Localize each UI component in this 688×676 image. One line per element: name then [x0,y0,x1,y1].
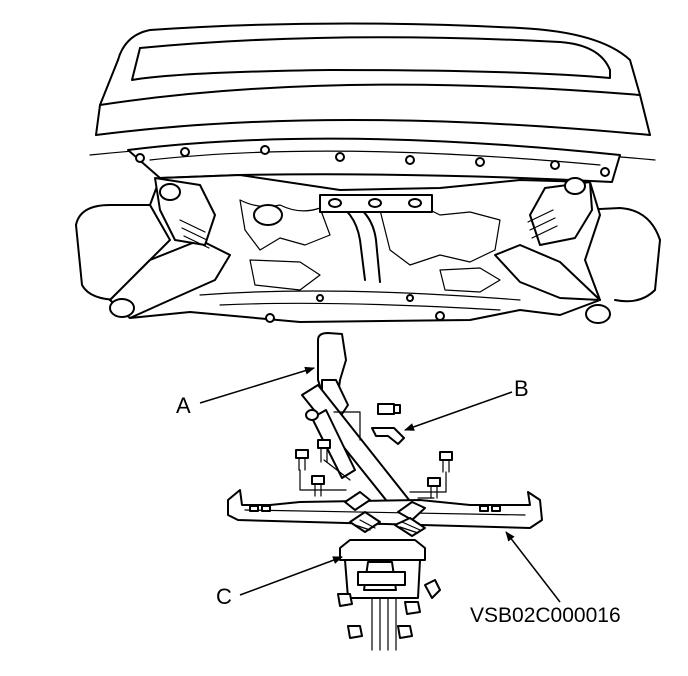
leader-c [239,556,343,596]
callout-label-c: C [216,584,232,609]
bolt-b [371,403,405,445]
callout-label-b: B [514,376,529,401]
leader-b [404,391,513,431]
callout-leaders [199,366,561,603]
support-arm-a [301,332,426,531]
mounting-bolts [295,411,453,499]
figure-code: VSB02C000016 [470,604,621,627]
leader-a [199,366,315,404]
subframe [75,137,661,324]
leader-code [505,531,561,603]
callout-label-a: A [176,393,191,418]
jack-adapter-plate [227,489,543,537]
jack-head-c [337,539,441,651]
